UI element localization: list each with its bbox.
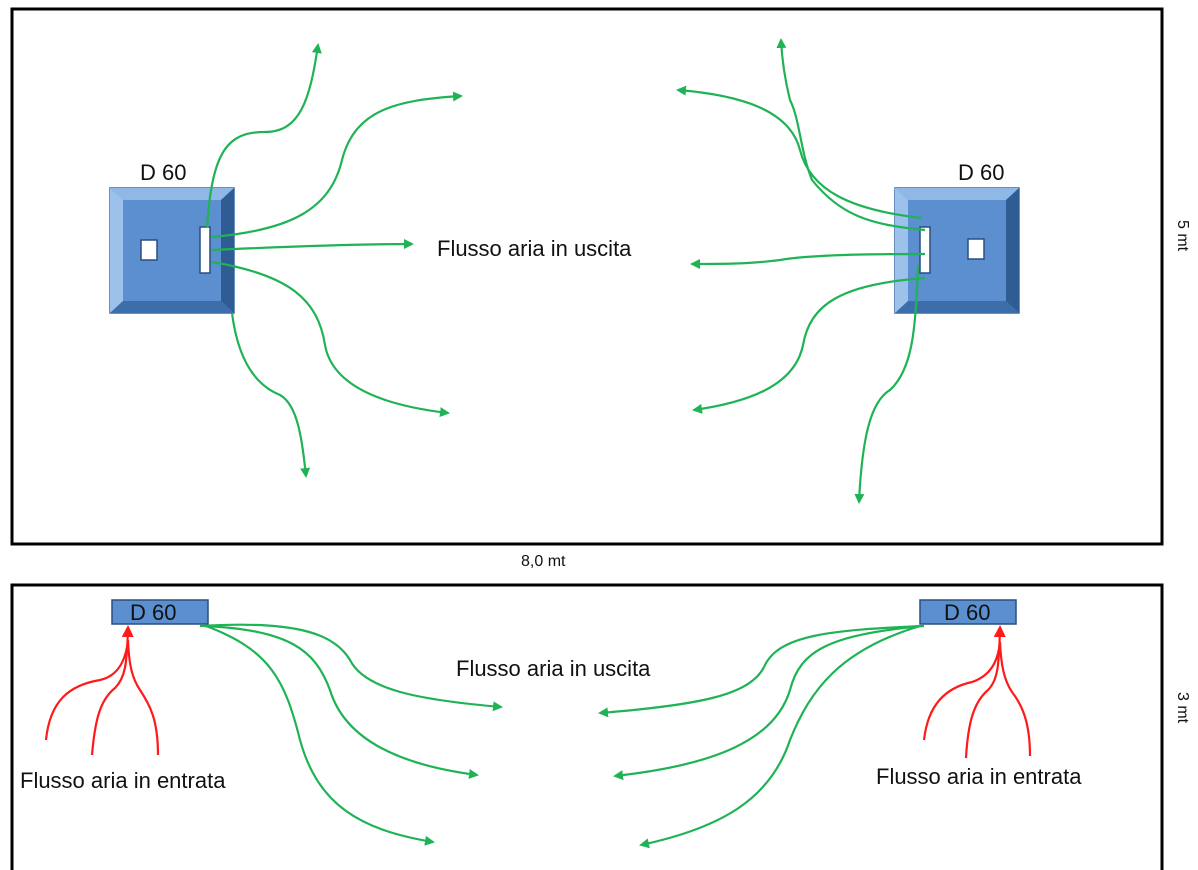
- section-outflow-arrows-left: [199, 623, 503, 846]
- section-unit-left: [111, 599, 209, 625]
- section-inflow-left-label: Flusso aria in entrata: [20, 768, 226, 793]
- plan-room-outline: [10, 7, 1164, 546]
- section-unit-right: [919, 599, 1017, 625]
- plan-outflow-label: Flusso aria in uscita: [437, 236, 632, 261]
- section-room-outline: [10, 583, 1164, 870]
- section-inflow-arrows-left: [44, 625, 160, 756]
- section-outflow-label: Flusso aria in uscita: [456, 656, 651, 681]
- section-unit-left-label: D 60: [130, 600, 176, 625]
- plan-unit-left: [109, 187, 235, 314]
- plan-unit-right: [894, 187, 1020, 314]
- plan-width-dimension: 8,0 mt: [521, 553, 566, 570]
- section-unit-right-label: D 60: [944, 600, 990, 625]
- plan-depth-dimension: 5 mt: [1174, 220, 1191, 252]
- plan-outflow-arrows-left: [205, 43, 463, 478]
- plan-unit-right-label: D 60: [958, 160, 1004, 185]
- plan-unit-left-label: D 60: [140, 160, 186, 185]
- section-inflow-arrows-right: [922, 625, 1032, 759]
- section-height-dimension: 3 mt: [1174, 692, 1191, 724]
- section-outflow-arrows-right: [598, 624, 925, 849]
- section-inflow-right-label: Flusso aria in entrata: [876, 764, 1082, 789]
- plan-outflow-arrows-right: [676, 38, 926, 504]
